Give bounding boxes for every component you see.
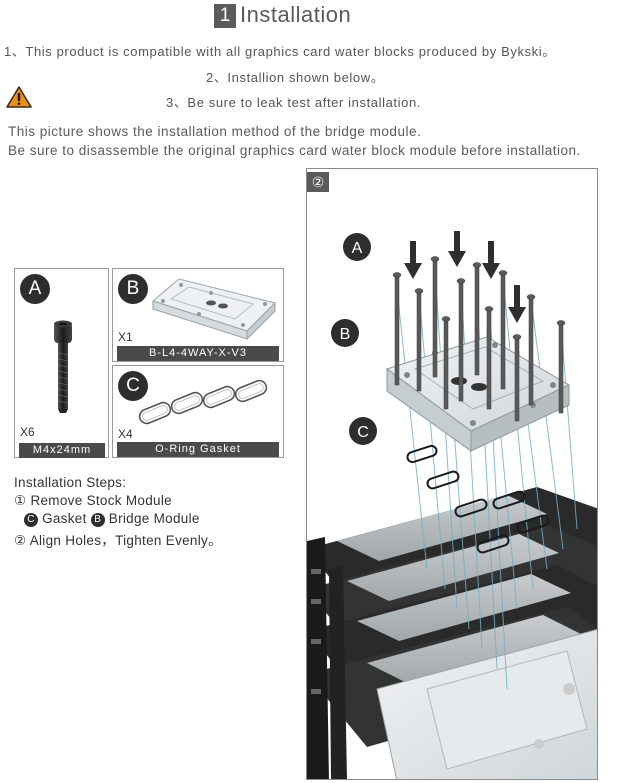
part-b-badge: B [118,274,148,304]
note-1: 1、This product is compatible with all gr… [4,44,556,59]
assembly-illustration: A B C [307,231,597,779]
diagram-badge-c [349,417,377,445]
part-b-caption: B-L4-4WAY-X-V3 [117,346,279,361]
step-bridge-label: Bridge Module [108,511,200,526]
description-line-1: This picture shows the installation meth… [8,124,422,139]
o-ring-icon [138,380,268,425]
section-title: Installation [240,2,352,27]
part-a-caption: M4x24mm [19,443,105,458]
part-a-badge: A [20,274,50,304]
step-2: ② Align Holes，Tighten Evenly。 [14,533,222,548]
description-line-2: Be sure to disassemble the original grap… [8,143,581,158]
diagram-label-b: B [340,326,351,343]
part-c-badge: C [118,371,148,401]
step-1-parts: C Gasket B Bridge Module [24,511,200,527]
diagram-badges: A B C [331,233,377,445]
step-1: ① Remove Stock Module [14,493,172,508]
section-number-box: 1 [214,4,236,28]
note-2: 2、Installion shown below。 [206,70,385,85]
steps-title: Installation Steps: [14,475,127,490]
diagram-label-c: C [357,424,369,441]
part-a-qty: X6 [20,425,35,439]
step-gasket-label: Gasket [42,511,87,526]
part-a-panel: A X6 M4x24mm [14,268,109,458]
part-c-panel: C X4 O-Ring Gasket [112,365,284,458]
down-arrows [404,231,526,323]
screw-icon [54,320,72,413]
part-c-qty: X4 [118,427,133,441]
diagram-badge-a [343,233,371,261]
assembly-diagram-panel: A B C [306,168,598,780]
gpu-stack [307,487,597,779]
diagram-badge-b [331,319,359,347]
bridge-module-icon [151,278,276,341]
part-b-panel: B X1 B-L4-4WAY-X-V3 [112,268,284,362]
step-bridge-badge: B [90,513,105,527]
note-3: 3、Be sure to leak test after installatio… [166,95,421,110]
screw-set [392,256,566,422]
diagram-number-box: ② [307,172,329,192]
gasket-rings [406,444,550,554]
warning-icon [6,86,32,108]
part-b-qty: X1 [118,330,133,344]
part-c-caption: O-Ring Gasket [117,442,279,457]
diagram-label-a: A [352,240,363,257]
step-gasket-badge: C [24,513,38,527]
